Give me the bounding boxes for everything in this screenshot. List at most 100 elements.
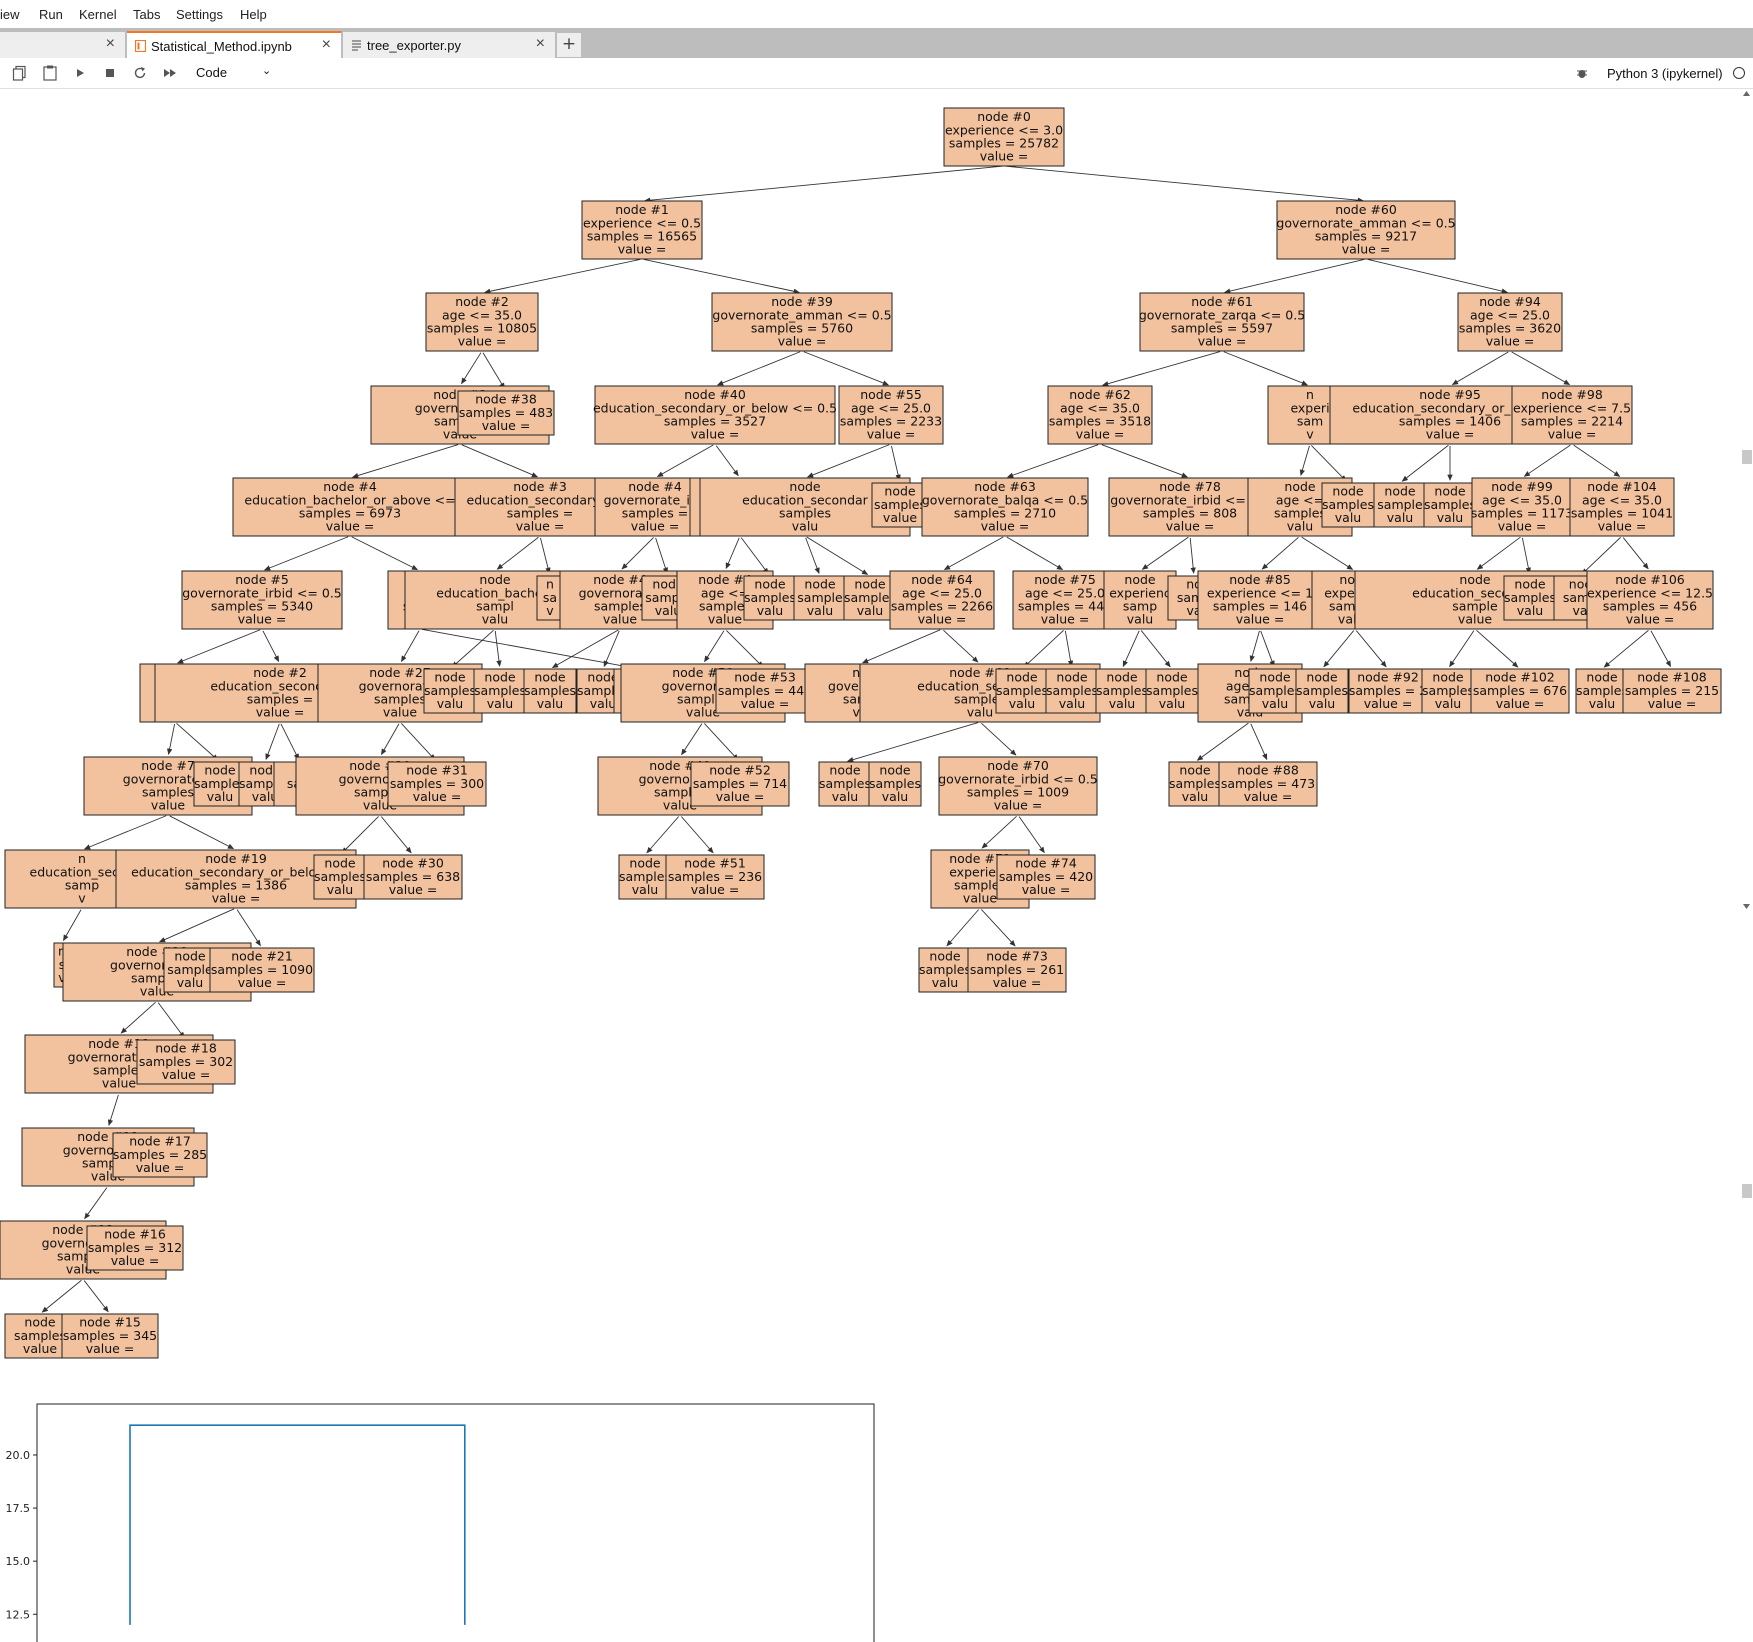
tree-node-label: node #2 [455, 294, 509, 309]
tree-node-label: experience <= 7.5 [1513, 400, 1631, 415]
tree-edge [236, 909, 261, 947]
tree-node-label: node #27 [369, 665, 431, 680]
tree-node-label: sample [1377, 497, 1423, 512]
run-icon[interactable] [71, 64, 89, 82]
tree-node-label: node [804, 577, 836, 592]
tree-node-box [690, 761, 790, 807]
tree-edge [1650, 630, 1671, 668]
tree-node-label: node [884, 484, 916, 499]
menu-bar: iew Run Kernel Tabs Settings Help [0, 0, 1753, 29]
tree-node-box [1511, 385, 1633, 445]
tree-node-box [1103, 570, 1177, 630]
tree-edge [1573, 444, 1621, 477]
tree-node-label: node #19 [205, 851, 267, 866]
scroll-up-icon[interactable] [1743, 91, 1750, 96]
menu-help[interactable]: Help [240, 7, 267, 22]
tree-node-label: node #21 [231, 949, 293, 964]
vertical-scrollbar[interactable] [1740, 88, 1753, 1642]
tree-node-label: samples = 215 [1625, 683, 1719, 698]
tree-edge [157, 1002, 185, 1039]
tree-node-box [1145, 668, 1199, 714]
tab-statistical-method[interactable]: Statistical_Method.ipynb × [127, 31, 342, 58]
chevron-down-icon[interactable]: ⌄ [262, 65, 272, 77]
tree-edge [1449, 630, 1475, 668]
tree-edge [1005, 165, 1364, 203]
tree-edge [461, 444, 539, 478]
tree-node-label: node [534, 670, 566, 685]
close-icon[interactable]: × [321, 36, 331, 53]
tree-node-label: sam [1297, 414, 1323, 429]
tree-node-label: node [174, 949, 206, 964]
tree-node-label: experience <= 12.5 [1587, 585, 1713, 600]
tree-edge [981, 909, 1016, 947]
tree-node-label: valu [1387, 510, 1413, 525]
tree-node-box [889, 570, 995, 630]
tree-node-label: value = [482, 418, 531, 433]
tree-node-label: age <= [701, 585, 749, 600]
menu-run[interactable]: Run [39, 7, 63, 22]
paste-icon[interactable] [41, 64, 59, 82]
tab-previous[interactable]: × [0, 32, 126, 58]
tree-node-label: node [929, 949, 961, 964]
tab-tree-exporter[interactable]: tree_exporter.py × [343, 32, 556, 58]
scrollbar-thumb-outer[interactable] [1742, 1184, 1752, 1198]
tree-edge [1006, 536, 1064, 570]
tree-node-label: samples = 444 [1018, 599, 1112, 614]
tree-node-label: value = [867, 427, 916, 442]
tree-node-label: valu [932, 975, 958, 990]
tree-node-box [1139, 292, 1305, 352]
restart-icon[interactable] [131, 64, 149, 82]
tree-node-label: governorate_irbid <= 0.5 [1110, 492, 1270, 507]
tree-edge [1301, 536, 1354, 570]
scrollbar-thumb[interactable] [1742, 450, 1752, 464]
tree-edge [380, 816, 412, 854]
tree-edge [1451, 351, 1509, 385]
kernel-name[interactable]: Python 3 (ipykernel) [1607, 66, 1723, 81]
tree-edge [681, 723, 703, 756]
tree-node-label: node #104 [1587, 479, 1657, 494]
stop-icon[interactable] [101, 64, 119, 82]
tree-edge [847, 722, 979, 763]
tree-node-label: node #4 [628, 479, 682, 494]
kernel-status-idle-icon [1733, 67, 1745, 79]
menu-settings[interactable]: Settings [176, 7, 223, 22]
menu-view[interactable]: iew [0, 7, 20, 22]
tree-node-label: sample [797, 590, 843, 605]
y-tick-label: 17.5 [6, 1502, 31, 1515]
tree-node-box [1575, 668, 1629, 714]
tree-node-box [594, 385, 836, 445]
copy-icon[interactable] [11, 64, 29, 82]
tree-node-label: valu [590, 696, 616, 711]
tree-node-label: valu [1059, 696, 1085, 711]
tree-node-label: governorate_zarqa <= 0.5 [1139, 307, 1305, 322]
cell-type-select[interactable]: Code [196, 65, 228, 80]
tree-node-box [1373, 482, 1427, 528]
tree-edge [84, 1187, 108, 1220]
menu-kernel[interactable]: Kernel [79, 7, 117, 22]
tree-node-box [193, 761, 247, 807]
menu-tabs[interactable]: Tabs [133, 7, 161, 22]
scroll-down-icon[interactable] [1743, 904, 1750, 909]
close-icon[interactable]: × [535, 35, 545, 52]
tree-node-label: value = [1166, 519, 1215, 534]
close-icon[interactable]: × [105, 35, 115, 52]
debugger-bug-icon[interactable] [1576, 67, 1588, 79]
tree-node-label: samples = 5597 [1171, 321, 1273, 336]
tree-node-label: experience <= 0.5 [583, 215, 701, 230]
tree-node-box [995, 668, 1049, 714]
tree-node-label: v [58, 970, 66, 985]
tree-node-label: node #94 [1479, 294, 1541, 309]
fast-forward-icon[interactable] [161, 64, 179, 82]
new-tab-button[interactable]: + [557, 33, 581, 57]
tree-node-box [313, 854, 367, 900]
tree-node-label: n [546, 577, 554, 592]
tree-node-label: samples = 3518 [1049, 414, 1151, 429]
